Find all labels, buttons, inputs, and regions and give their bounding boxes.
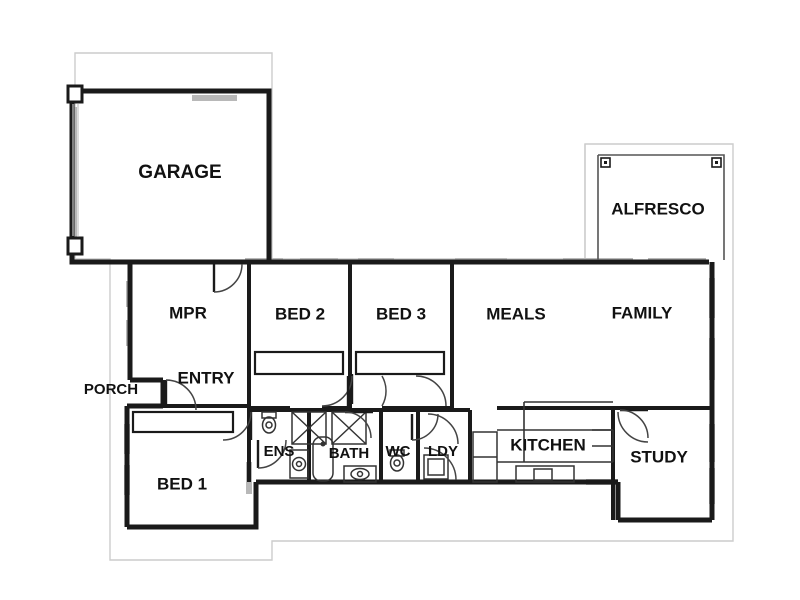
sectional-garage-door	[66, 84, 84, 256]
kitchen-bench	[497, 401, 614, 463]
room-label-alfresco: ALFRESCO	[611, 199, 705, 218]
room-label-ens: ENS	[264, 443, 295, 460]
kitchen-sink	[515, 465, 575, 483]
toilet	[389, 449, 405, 472]
room-label-bed3: BED 3	[376, 304, 426, 323]
room-label-bed1: BED 1	[157, 474, 207, 493]
room-label-meals: MEALS	[486, 304, 546, 323]
laundry-trough	[423, 454, 449, 480]
room-label-porch: PORCH	[84, 381, 138, 398]
room-label-wc: WC	[386, 443, 411, 460]
bathtub	[312, 436, 334, 482]
room-labels: GARAGE ALFRESCO MPR BED 2 BED 3 MEALS FA…	[84, 162, 705, 493]
room-label-kitchen: KITCHEN	[510, 435, 586, 454]
room-label-bed2: BED 2	[275, 304, 325, 323]
laundry-cupboards	[472, 431, 498, 483]
exterior-walls	[69, 88, 715, 530]
vanity-basin	[289, 449, 309, 479]
room-label-bath: BATH	[329, 445, 370, 462]
room-label-garage: GARAGE	[138, 162, 221, 183]
alfresco-walls	[597, 154, 725, 260]
toilet	[261, 411, 277, 434]
door-swings	[164, 263, 649, 481]
room-label-ldy: LDY	[428, 443, 458, 460]
room-label-entry: ENTRY	[178, 368, 236, 387]
wardrobes	[131, 350, 446, 434]
wardrobe	[131, 410, 235, 434]
alfresco-post-dot	[604, 161, 718, 164]
wardrobe	[354, 350, 446, 376]
interior-walls	[163, 264, 712, 520]
room-label-family: FAMILY	[612, 303, 673, 322]
room-label-mpr: MPR	[169, 303, 207, 322]
vanity-basin	[343, 465, 377, 483]
wardrobe	[253, 350, 345, 376]
bathroom-fixtures	[261, 411, 449, 483]
room-label-study: STUDY	[630, 447, 688, 466]
shower-stall	[291, 411, 327, 445]
